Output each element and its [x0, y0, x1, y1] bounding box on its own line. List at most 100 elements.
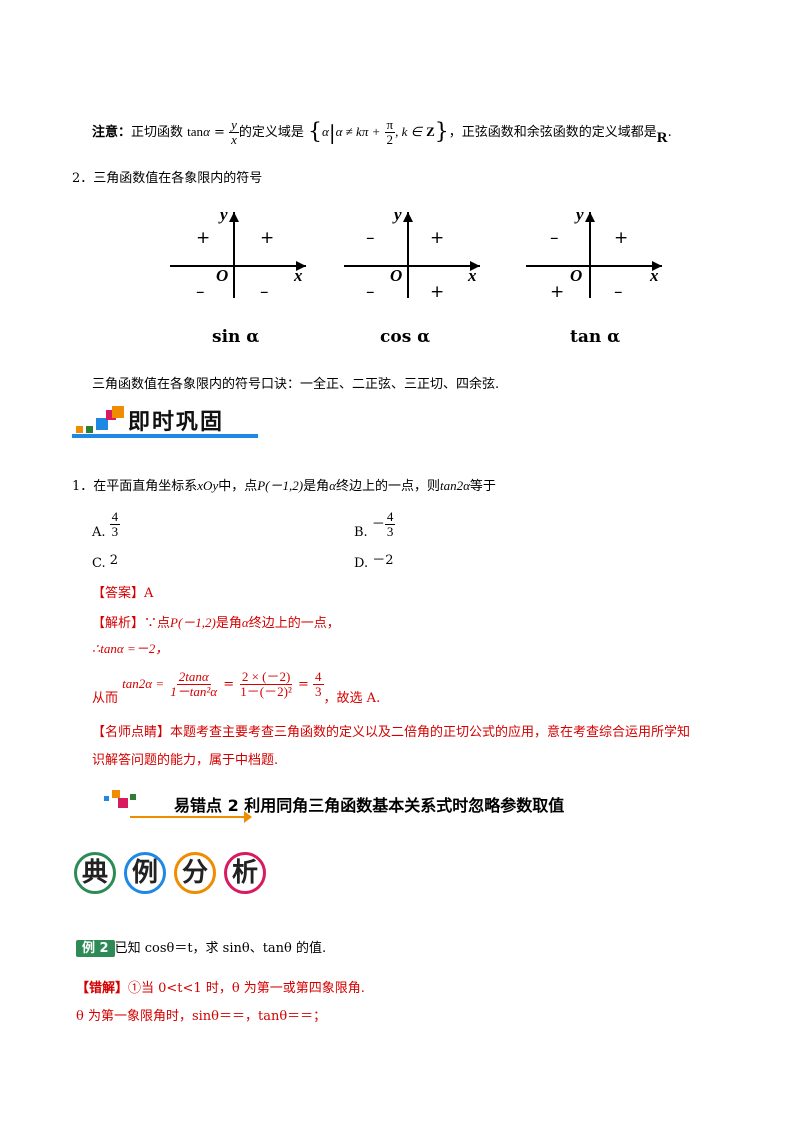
note-tan: tan [187, 124, 204, 139]
set-k: , k ∈ [395, 124, 422, 139]
wrong-line-1: 【错解】①当 0<t<1 时，θ 为第一或第四象限角. [76, 980, 365, 998]
note-label: 注意： [92, 125, 132, 140]
option-b-sign: － [371, 517, 385, 532]
option-d: D. －2 [354, 553, 394, 573]
analysis-l3-prefix: 从而 [92, 691, 119, 706]
typical-char-3: 分 [174, 852, 216, 894]
banner-practice: 即时巩固 [72, 404, 262, 440]
typical-char-1: 典 [74, 852, 116, 894]
option-b-den: 3 [386, 524, 394, 539]
analysis-point: P(－1,2) [170, 615, 216, 630]
q1-stem-c: 是角 [303, 479, 330, 494]
comment-line-1: 【名师点睛】本题考查主要考查三角函数的定义以及二倍角的正切公式的应用，意在考查综… [92, 724, 690, 742]
quadrant-1-sign: + [430, 228, 445, 248]
origin-label: O [570, 266, 583, 285]
note-frac-den: x [231, 132, 237, 147]
function-label-cos: cos α [380, 327, 431, 347]
note-text-1: 正切函数 [131, 125, 184, 140]
set-var: α [322, 124, 329, 139]
section-2-title: 2．三角函数值在各象限内的符号 [72, 171, 263, 186]
analysis-l3-lhs: tan2α = [122, 676, 165, 691]
example-badge: 例 2 [76, 940, 115, 957]
answer-label: 【答案】 [92, 586, 145, 601]
analysis-l3-suffix: ，故选 A. [323, 691, 381, 706]
error-point-title: 易错点 2 利用同角三角函数基本关系式时忽略参数取值 [174, 796, 565, 815]
axes-cos [344, 212, 480, 298]
typical-char-4: 析 [224, 852, 266, 894]
analysis-l1-a: ∵点 [144, 616, 171, 631]
pi-den: 2 [386, 132, 394, 147]
option-a-label: A. [92, 525, 106, 540]
q1-stem-a: 1．在平面直角坐标系 [72, 479, 198, 494]
banner-title: 即时巩固 [128, 410, 225, 435]
note-text-3: ，正弦函数和余弦函数的定义域都是 [448, 125, 657, 140]
note-frac-num: y [229, 117, 239, 133]
axes-sin [170, 212, 306, 298]
banner-underline [72, 434, 258, 438]
error-point-heading: 易错点 2 利用同角三角函数基本关系式时忽略参数取值 [104, 790, 664, 824]
comment-line-2: 识解答问题的能力，属于中档题. [92, 753, 279, 768]
function-label-sin: sin α [212, 327, 260, 347]
x-axis-label: x [294, 266, 303, 285]
set-Z: Z [426, 124, 435, 139]
analysis-f1-den: 1－tan²α [170, 684, 218, 699]
sign-diagram-cos: y x O + – – + cos α [334, 200, 484, 350]
x-axis-label: x [650, 266, 659, 285]
analysis-f2-den: 1－(－2)² [240, 684, 292, 699]
x-axis-label: x [468, 266, 477, 285]
quadrant-4-sign: – [260, 282, 269, 302]
analysis-f3-num: 4 [313, 669, 324, 685]
option-c-value: 2 [109, 553, 119, 568]
analysis-frac-2: 2 × (－2)1－(－2)² [238, 670, 294, 699]
wrong-text-1: ①当 0<t<1 时，θ 为第一或第四象限角. [128, 981, 365, 996]
analysis-f1-num: 2tanα [176, 669, 211, 685]
q1-stem-d: 终边上的一点，则 [335, 479, 440, 494]
analysis-line-1: 【解析】∵点P(－1,2)是角α终边上的一点， [92, 614, 340, 633]
heading-arrow-line [130, 816, 250, 818]
answer-value: A [144, 586, 154, 601]
y-axis-label: y [220, 205, 228, 224]
mnemonic-text: 三角函数值在各象限内的符号口诀：一全正、二正弦、三正切、四余弦. [92, 377, 500, 392]
analysis-line-2: ∴tanα =－2， [92, 641, 169, 656]
banner-square-1 [76, 426, 83, 433]
analysis-f2-num: 2 × (－2) [239, 669, 293, 685]
pi-num: π [384, 117, 396, 133]
q1-xoy: xOy [197, 478, 219, 493]
q1-stem-b: 中，点 [218, 479, 258, 494]
analysis-eq-3: = [298, 677, 309, 692]
note-text-2: 的定义域是 [238, 125, 304, 140]
q1-point: P(－1,2) [257, 478, 304, 493]
banner-square-3 [96, 418, 108, 430]
option-c-label: C. [92, 556, 106, 571]
analysis-label: 【解析】 [92, 616, 145, 631]
quadrant-3-sign: – [366, 282, 375, 302]
option-b-label: B. [354, 525, 368, 540]
set-condition: α ≠ kπ + [335, 124, 381, 139]
sign-diagram-sin: y x O + + – – sin α [160, 200, 310, 350]
analysis-eq-2: = [223, 677, 235, 692]
typical-example-banner: 典例分析 [74, 852, 274, 894]
option-d-value: －2 [372, 553, 394, 568]
note-R: R [656, 130, 668, 146]
quadrant-1-sign: + [260, 228, 275, 248]
origin-label: O [390, 266, 403, 285]
note-alpha: α [203, 124, 210, 139]
q1-stem-e: 等于 [469, 479, 496, 494]
function-label-tan: tan α [570, 327, 621, 347]
option-c: C. 2 [92, 553, 119, 573]
y-axis-label: y [576, 205, 584, 224]
q1-alpha: α [329, 478, 336, 493]
banner-square-5 [112, 406, 124, 418]
quadrant-2-sign: – [550, 228, 559, 248]
analysis-l1-b: 是角 [215, 616, 242, 631]
banner-square-4 [106, 410, 116, 420]
sign-diagram-tan: y x O + – + – tan α [516, 200, 666, 350]
